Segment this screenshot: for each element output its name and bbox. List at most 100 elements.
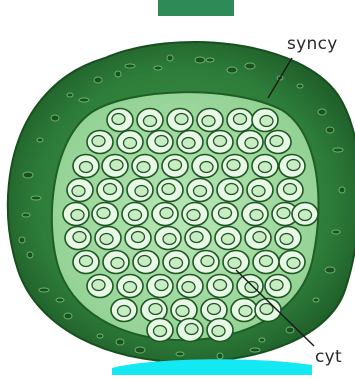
- cell: [227, 109, 253, 132]
- cell: [253, 251, 279, 274]
- outer-nucleus: [94, 77, 102, 83]
- outer-nucleus: [227, 67, 237, 73]
- outer-nucleus: [259, 338, 265, 342]
- cell: [163, 251, 189, 274]
- cell: [147, 131, 173, 154]
- outer-nucleus: [31, 196, 41, 200]
- cell: [177, 131, 203, 154]
- outer-nucleus: [313, 298, 319, 302]
- cell: [111, 299, 137, 322]
- outer-nucleus: [326, 127, 334, 133]
- outer-nucleus: [37, 138, 43, 142]
- cell: [252, 109, 278, 132]
- cell: [147, 319, 173, 342]
- cell: [182, 203, 208, 226]
- cell: [133, 251, 159, 274]
- label-syncytium: syncy: [287, 34, 338, 54]
- cell: [207, 131, 233, 154]
- cell: [117, 131, 143, 154]
- cell: [87, 131, 113, 154]
- cell: [231, 299, 257, 322]
- outer-nucleus: [135, 347, 145, 353]
- cell: [197, 109, 223, 132]
- cell: [237, 275, 263, 298]
- outer-nucleus: [125, 64, 135, 68]
- cell: [73, 251, 99, 274]
- outer-nucleus: [167, 55, 173, 61]
- cell: [103, 251, 129, 274]
- cell: [167, 109, 193, 132]
- outer-nucleus: [154, 66, 162, 70]
- top-rect-icon: [158, 0, 234, 16]
- cell: [192, 155, 218, 178]
- outer-nucleus: [297, 84, 303, 88]
- label-cytotrophoblast: cyt: [315, 347, 342, 367]
- outer-nucleus: [217, 353, 223, 359]
- outer-nucleus: [97, 334, 103, 338]
- cell: [87, 275, 113, 298]
- cell: [277, 179, 303, 202]
- outer-nucleus: [19, 237, 25, 243]
- cell: [217, 179, 243, 202]
- outer-nucleus: [195, 57, 205, 63]
- cell: [132, 155, 158, 178]
- outer-nucleus: [115, 71, 121, 77]
- cell: [193, 251, 219, 274]
- bottom-cyan-band-icon: [112, 359, 312, 375]
- outer-nucleus: [79, 98, 89, 102]
- outer-nucleus: [23, 172, 33, 178]
- cell: [265, 131, 291, 154]
- cell: [107, 109, 133, 132]
- cell: [242, 203, 268, 226]
- cell: [162, 155, 188, 178]
- cell: [212, 203, 238, 226]
- outer-nucleus: [51, 115, 59, 121]
- cell: [245, 227, 271, 250]
- cell: [155, 227, 181, 250]
- cell: [187, 179, 213, 202]
- cell: [97, 179, 123, 202]
- cell: [95, 227, 121, 250]
- cell: [65, 227, 91, 250]
- outer-nucleus: [116, 339, 124, 345]
- outer-nucleus: [245, 63, 255, 69]
- cell: [279, 251, 305, 274]
- cell: [275, 227, 301, 250]
- outer-nucleus: [22, 213, 30, 217]
- cell: [125, 227, 151, 250]
- cell: [265, 275, 291, 298]
- cell: [177, 319, 203, 342]
- outer-nucleus: [339, 187, 345, 193]
- outer-nucleus: [39, 288, 49, 292]
- outer-nucleus: [176, 352, 184, 356]
- outer-nucleus: [27, 252, 33, 258]
- outer-nucleus: [333, 148, 343, 152]
- cell: [185, 227, 211, 250]
- cell: [207, 275, 233, 298]
- cell: [222, 155, 248, 178]
- outer-nucleus: [286, 327, 294, 333]
- cell: [63, 203, 89, 226]
- cell: [247, 179, 273, 202]
- cell: [177, 275, 203, 298]
- cell: [152, 203, 178, 226]
- outer-nucleus: [56, 298, 64, 302]
- cell: [122, 203, 148, 226]
- cell: [279, 155, 305, 178]
- cell: [73, 155, 99, 178]
- cell: [102, 155, 128, 178]
- cell: [127, 179, 153, 202]
- cell: [292, 203, 318, 226]
- outer-nucleus: [64, 313, 72, 319]
- cell: [207, 319, 233, 342]
- cell: [67, 179, 93, 202]
- outer-nucleus: [250, 348, 260, 352]
- cell: [252, 155, 278, 178]
- cell: [137, 109, 163, 132]
- cell: [215, 227, 241, 250]
- cell: [147, 275, 173, 298]
- outer-nucleus: [318, 109, 326, 115]
- outer-nucleus: [332, 230, 340, 234]
